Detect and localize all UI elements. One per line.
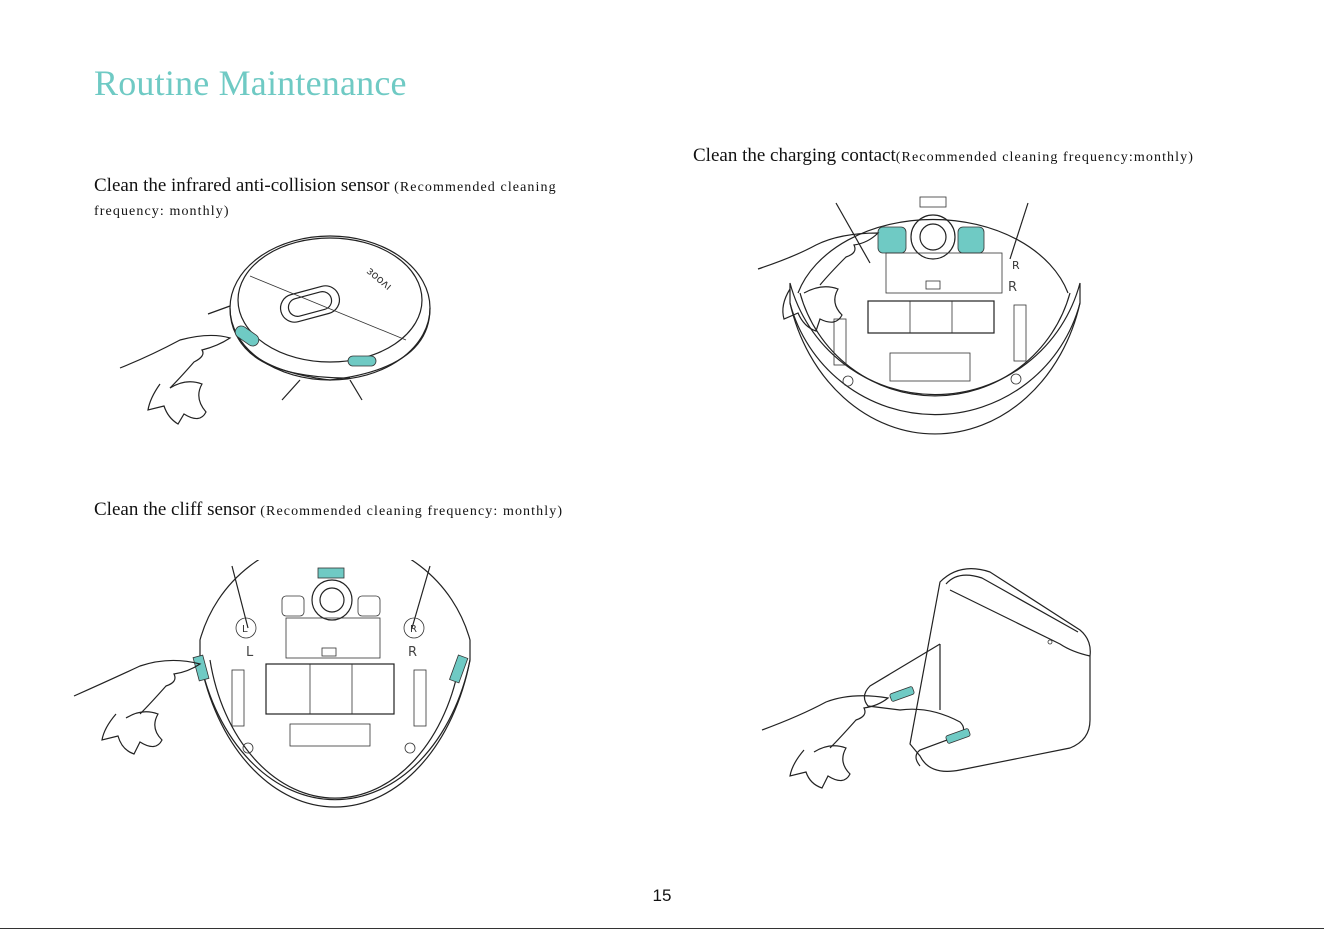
robot-vacuum-bottom-illustration: L R L R (70, 560, 490, 860)
charging-contact-title: Clean the charging contact (693, 145, 896, 166)
charging-contact-right-highlight (958, 227, 984, 253)
cliff-sensor-front-highlight (318, 568, 344, 578)
charging-contact-left-highlight (878, 227, 906, 253)
page-title: Routine Maintenance (94, 62, 407, 104)
bottom-rule (0, 928, 1324, 929)
charging-dock-illustration (760, 560, 1100, 790)
robot-vacuum-bottom-illustration: R R (750, 193, 1090, 483)
hand-icon (758, 233, 878, 285)
brush-right-letter: R (410, 624, 417, 635)
brush-right-label: R (408, 645, 417, 660)
charging-contact-frequency: (Recommended cleaning frequency:monthly) (896, 150, 1194, 165)
cliff-sensor-title: Clean the cliff sensor (94, 499, 256, 520)
cliff-sensor-heading: Clean the cliff sensor (Recommended clea… (94, 499, 654, 523)
charging-contact-heading: Clean the charging contact(Recommended c… (693, 145, 1293, 169)
page-number: 15 (0, 886, 1324, 906)
brush-right-label: R (1008, 280, 1017, 295)
dock-contact-left-highlight (889, 686, 914, 702)
hand-icon (120, 335, 230, 388)
hand-icon (74, 660, 200, 714)
infrared-sensor-title: Clean the infrared anti-collision sensor (94, 175, 389, 196)
ir-sensor-front-highlight (348, 356, 376, 366)
brush-left-letter: L (242, 624, 248, 635)
brush-left-label: L (246, 645, 254, 660)
infrared-sensor-heading: Clean the infrared anti-collision sensor… (94, 175, 614, 223)
cliff-sensor-frequency: (Recommended cleaning frequency: monthly… (256, 504, 563, 519)
robot-vacuum-top-illustration: ɜooʌı (110, 228, 450, 438)
brush-right-letter: R (1012, 259, 1020, 272)
hand-icon (762, 696, 888, 748)
